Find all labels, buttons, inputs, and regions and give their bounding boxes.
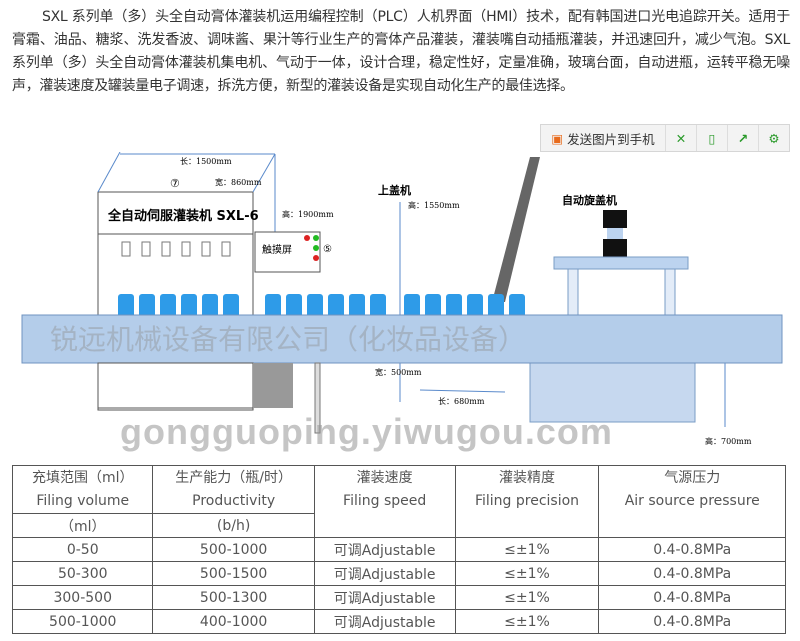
cap-chute <box>492 157 540 302</box>
image-toolbar: ▣发送图片到手机 ✕ ▯ ↗ ⚙ <box>540 124 790 152</box>
capper-head <box>603 210 627 228</box>
spec-table: 充填范围（ml） Filing volume 生产能力（瓶/时） Productiv… <box>11 465 786 634</box>
cell: 50-300 <box>11 561 154 586</box>
machine-title: 全自动伺服灌装机 SXL-6 <box>107 208 259 224</box>
header-en: Air source pressure <box>624 493 760 509</box>
capper-head <box>603 239 627 257</box>
watermark: 锐远机械设备有限公司（化妆品设备） <box>50 323 526 356</box>
cell: 500-1000 <box>152 537 315 562</box>
capper-label: 上盖机 <box>378 183 411 197</box>
filler-cabinet <box>253 363 293 408</box>
cell: 500-1300 <box>152 585 315 610</box>
marker-5: ⑤ <box>323 244 332 255</box>
settings-icon[interactable]: ⚙ <box>768 130 780 146</box>
table-unit-row: （ml） (b/h) <box>11 513 786 538</box>
header-zh: 灌装精度 <box>499 470 555 486</box>
description-text: SXL 系列单（多）头全自动膏体灌装机运用编程控制（PLC）人机界面（HMI）技… <box>12 9 790 94</box>
length-label: 长：1500mm <box>180 156 232 166</box>
send-to-phone-button[interactable]: ▣发送图片到手机 <box>541 125 666 151</box>
cell: 400-1000 <box>152 609 315 634</box>
header-en: Filing speed <box>343 493 427 509</box>
screw-capper-label: 自动旋盖机 <box>562 193 617 207</box>
unit-cell: （ml） <box>11 513 154 538</box>
header-en: Filing precision <box>474 493 580 509</box>
send-to-phone-icon: ▣ <box>551 130 564 146</box>
width-label: 宽：500mm <box>375 367 422 377</box>
cell: 可调Adjustable <box>313 561 456 586</box>
fullscreen-icon[interactable]: ✕ <box>666 125 697 151</box>
header-cell: 气源压力 Air source pressure <box>598 465 786 538</box>
cell: 可调Adjustable <box>313 609 456 634</box>
unit-cell: (b/h) <box>152 513 315 538</box>
header-zh: 生产能力（瓶/时） <box>175 470 292 486</box>
cell: ≤±1% <box>454 561 600 586</box>
conveyor-leg <box>314 362 321 434</box>
conveyor <box>21 314 783 364</box>
cell: ≤±1% <box>454 609 600 634</box>
share-icon[interactable]: ↗ <box>728 125 759 151</box>
send-label: 发送图片到手机 <box>567 131 655 147</box>
cell: 0.4-0.8MPa <box>598 609 786 634</box>
dim-line <box>419 389 506 393</box>
cell: 0-50 <box>11 537 154 562</box>
header-en: Filing volume <box>36 493 130 509</box>
height-label: 高：1550mm <box>408 200 460 210</box>
product-description: SXL 系列单（多）头全自动膏体灌装机运用编程控制（PLC）人机界面（HMI）技… <box>12 6 790 98</box>
cell: 500-1000 <box>11 609 154 634</box>
cell: 可调Adjustable <box>313 537 456 562</box>
cell: 300-500 <box>11 585 154 610</box>
indicator-light <box>313 235 319 241</box>
marker-7: ⑦ <box>170 177 180 190</box>
header-cell: 灌装速度 Filing speed <box>313 465 456 538</box>
header-zh: 气源压力 <box>664 470 721 486</box>
capper-frame <box>553 256 689 270</box>
cell: 0.4-0.8MPa <box>598 561 786 586</box>
touch-screen-label: 触摸屏 <box>262 243 292 256</box>
cell: 0.4-0.8MPa <box>598 585 786 610</box>
indicator-light <box>304 235 310 241</box>
header-zh: 灌装速度 <box>356 470 413 486</box>
header-en: Productivity <box>192 493 276 509</box>
header-cell: 灌装精度 Filing precision <box>454 465 600 538</box>
dim-line <box>252 153 276 193</box>
filling-line-diagram: 长：1500mm 宽：860mm ⑦ 全自动伺服灌装机 SXL-6 触摸屏 ⑤ … <box>21 152 783 446</box>
filling-nozzles <box>121 241 231 257</box>
cell: ≤±1% <box>454 585 600 610</box>
cell: 500-1500 <box>152 561 315 586</box>
save-icon[interactable]: ▯ <box>697 125 728 151</box>
header-zh: 充填范围（ml） <box>31 470 134 486</box>
dim-line <box>97 152 121 193</box>
length-label: 长：680mm <box>438 396 485 406</box>
height-label: 高：700mm <box>705 436 752 446</box>
header-cell: 充填范围（ml） Filing volume <box>11 465 154 514</box>
cell: ≤±1% <box>454 537 600 562</box>
cell: 可调Adjustable <box>313 585 456 610</box>
indicator-light <box>313 245 319 251</box>
height-label: 高：1900mm <box>282 209 334 219</box>
header-cell: 生产能力（瓶/时） Productivity <box>152 465 315 514</box>
indicator-light <box>313 255 319 261</box>
cell: 0.4-0.8MPa <box>598 537 786 562</box>
table-header-row: 充填范围（ml） Filing volume 生产能力（瓶/时） Productiv… <box>11 465 786 538</box>
filler-base <box>97 362 254 409</box>
width-label: 宽：860mm <box>215 177 262 187</box>
